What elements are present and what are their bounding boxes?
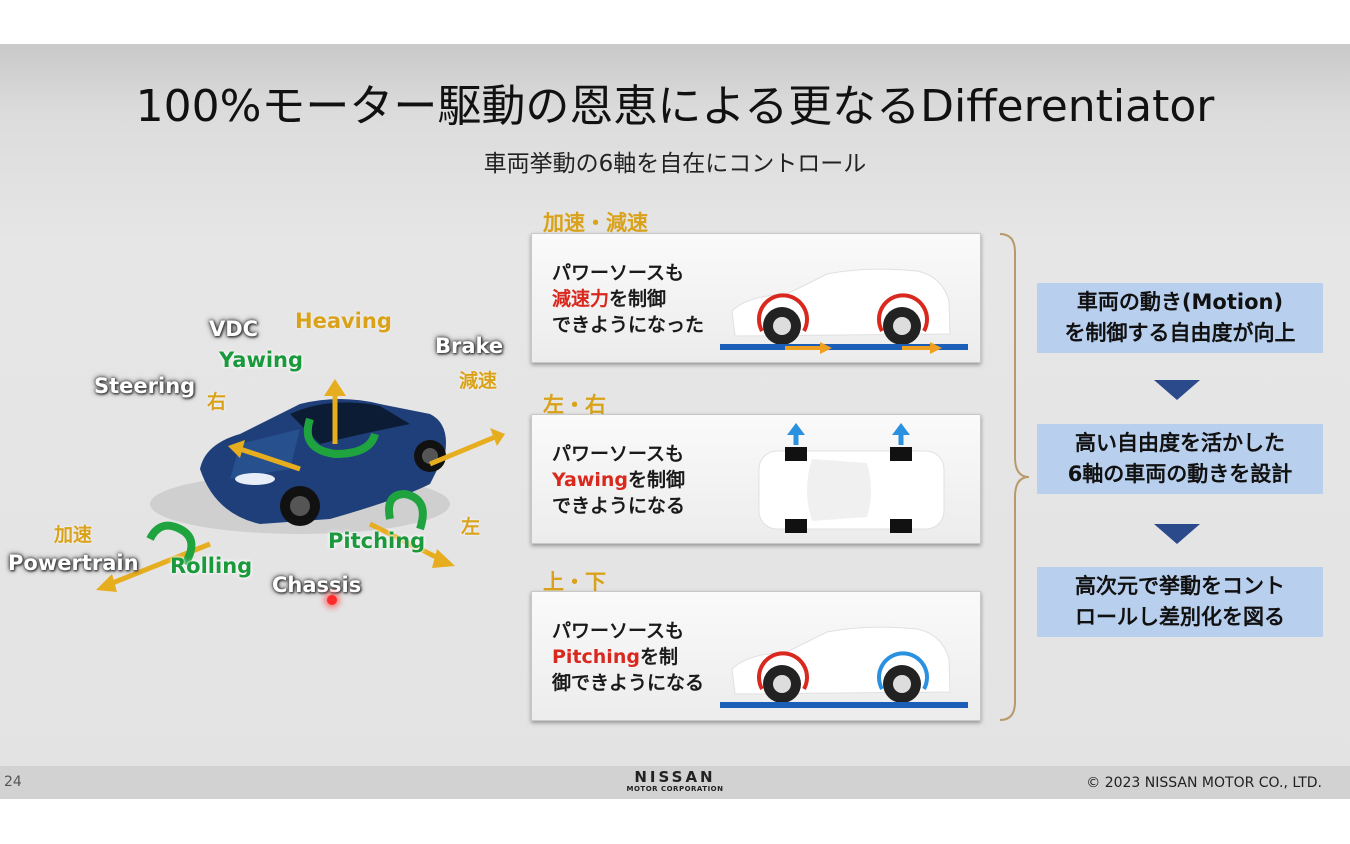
label-left: 左 [461, 516, 481, 538]
panel-lateral: パワーソースも Yawingを制御 できようになる [531, 414, 981, 544]
section-heading-vertical: 上・下 [543, 570, 606, 594]
label-pitching: Pitching [328, 529, 426, 553]
panel-text-line: パワーソースも [552, 443, 685, 465]
panel-text-line: パワーソースも [552, 620, 685, 642]
flow-box-line: 車両の動き(Motion) [1076, 290, 1284, 314]
slide: 100%モーター駆動の恩恵による更なるDifferentiator 車両挙動の6… [0, 44, 1350, 799]
axis-arrows [96, 379, 505, 592]
panel-text-line: できようになった [552, 314, 705, 336]
flow-box-3: 高次元で挙動をコント ロールし差別化を図る [1037, 567, 1323, 637]
panel-lateral-text: パワーソースも Yawingを制御 できようになる [552, 441, 685, 519]
panel-text-line: を制御 [609, 288, 667, 310]
panel-vertical-text: パワーソースも Pitchingを制 御できようになる [552, 618, 704, 696]
down-arrow-icon [1154, 524, 1200, 544]
bracket [999, 233, 1030, 721]
panel-accel-text: パワーソースも 減速力を制御 できようになった [552, 260, 704, 338]
label-steering: Steering [94, 374, 196, 398]
pointer-dot [327, 595, 337, 605]
label-right: 右 [207, 391, 227, 413]
slide-subtitle: 車両挙動の6軸を自在にコントロール [483, 151, 867, 177]
panel-accel: パワーソースも 減速力を制御 できようになった [531, 233, 981, 363]
panel-text-line: パワーソースも [552, 262, 685, 284]
label-chassis: Chassis [272, 573, 362, 597]
page-number: 24 [4, 774, 22, 790]
label-vdc: VDC [209, 317, 259, 341]
panel-text-highlight: Yawing [552, 469, 629, 491]
flow-box-line: 高い自由度を活かした [1075, 431, 1285, 455]
panel-vertical: パワーソースも Pitchingを制 御できようになる [531, 591, 981, 721]
flow-box-line: 6軸の車両の動きを設計 [1067, 462, 1293, 486]
section-heading-accel: 加速・減速 [543, 211, 648, 235]
down-arrow-icon [1154, 380, 1200, 400]
flow-box-line: 高次元で挙動をコント [1075, 574, 1285, 598]
flow-box-2: 高い自由度を活かした 6軸の車両の動きを設計 [1037, 424, 1323, 494]
label-brake: Brake [435, 334, 504, 358]
rotation-arrows [146, 417, 427, 567]
panel-text-line: を制 [639, 646, 678, 668]
label-deceleration: 減速 [459, 370, 498, 392]
flow-box-line: を制御する自由度が向上 [1064, 321, 1296, 345]
panel-text-line: 御できようになる [552, 672, 705, 694]
car-side-illustration [720, 268, 968, 354]
car-top-illustration [758, 423, 945, 533]
logo-text: NISSAN [634, 768, 716, 786]
label-yawing: Yawing [219, 348, 304, 372]
flow-box-1: 車両の動き(Motion) を制御する自由度が向上 [1037, 283, 1323, 353]
car-axes-illustration [96, 379, 505, 592]
label-powertrain: Powertrain [8, 551, 139, 575]
label-rolling: Rolling [170, 554, 253, 578]
section-heading-lateral: 左・右 [543, 393, 606, 417]
nissan-logo: NISSAN MOTOR CORPORATION [600, 769, 750, 793]
copyright: © 2023 NISSAN MOTOR CO., LTD. [1086, 775, 1322, 791]
panel-text-line: を制御 [628, 469, 686, 491]
panel-text-line: できようになる [552, 495, 686, 517]
flow-box-line: ロールし差別化を図る [1075, 605, 1285, 629]
slide-footer: 24 NISSAN MOTOR CORPORATION © 2023 NISSA… [0, 766, 1350, 799]
logo-subtext: MOTOR CORPORATION [626, 785, 724, 793]
panel-text-highlight: Pitching [552, 646, 640, 668]
label-acceleration: 加速 [54, 524, 93, 546]
slide-title: 100%モーター駆動の恩恵による更なるDifferentiator [135, 81, 1215, 132]
car-side-illustration [720, 626, 968, 708]
label-heaving: Heaving [295, 309, 392, 333]
panel-text-highlight: 減速力 [552, 288, 610, 310]
